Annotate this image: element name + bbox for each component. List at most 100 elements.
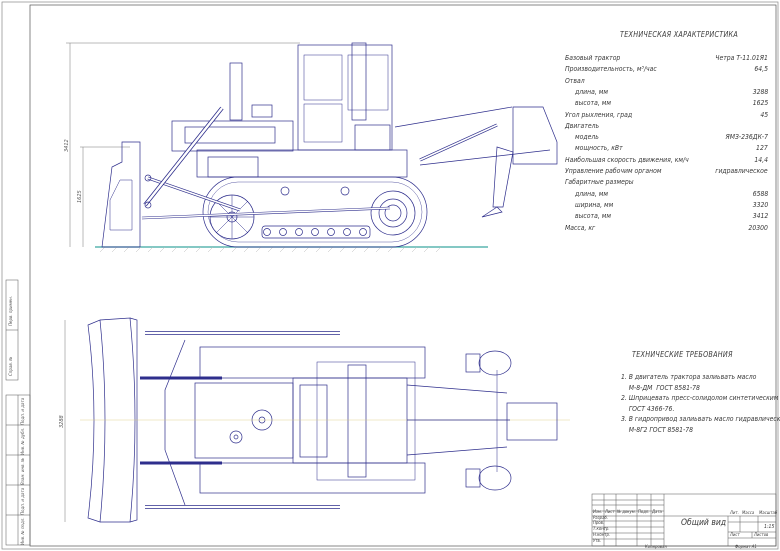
spec-label: Управление рабочим органом [565, 166, 662, 175]
margin-label: Подп. и дата [20, 397, 25, 425]
rear-housing [316, 361, 416, 481]
left-margin-stamp [5, 279, 31, 546]
main-frame [194, 382, 294, 459]
margin-label: Справ. № [8, 356, 13, 376]
tractor-body [196, 149, 408, 178]
spec-value: 64,5 [754, 64, 768, 74]
track-top-right [199, 462, 426, 494]
sheet-label: Лист [730, 533, 740, 538]
margin-label: Подп. и дата [20, 487, 25, 515]
spec-value: 1625 [752, 98, 768, 108]
title-row-label: Т.контр. [593, 527, 610, 532]
pivot-pin [144, 201, 152, 209]
drawing-title: Общий вид [681, 518, 727, 528]
lit-label: Лит. [730, 511, 739, 516]
title-row-label: Н.контр. [593, 533, 611, 538]
title-col-header: № докум. [617, 510, 636, 515]
margin-label: Перв. примен. [8, 295, 13, 326]
hood-panel [184, 126, 276, 144]
ripper-plate [512, 106, 558, 165]
drawing-frame [29, 4, 777, 547]
air-filter-top-inner [233, 434, 239, 440]
spec-value: 6588 [752, 188, 768, 198]
ripper-wheel [478, 350, 512, 376]
sheets-label: Листов [754, 533, 769, 538]
ripper-beam-top [506, 402, 558, 441]
center-block [292, 377, 408, 464]
cab-window [303, 54, 343, 101]
ripper-tooth [481, 206, 503, 218]
requirement-line: 3. В гидропривод залиьвать масло гидравл… [621, 414, 780, 423]
requirement-line: 1. В двигатель трактора залиьвать масло [621, 372, 757, 381]
side-view [66, 42, 558, 253]
spec-label: модель [575, 132, 599, 142]
ripper-frame [394, 106, 551, 166]
ripper-cylinder-fill [419, 124, 498, 161]
title-col-header: Лист [605, 510, 615, 515]
blade-rib [109, 179, 133, 231]
margin-label: Взам. инв. № [20, 457, 25, 485]
dim-blade-length: 3288 [59, 415, 65, 428]
ground-hatch [99, 246, 442, 253]
cab-pillar [351, 42, 367, 121]
spec-label: длина, мм [575, 188, 608, 198]
ripper-wheel [478, 465, 512, 491]
spec-label: Базовый трактор [565, 53, 621, 62]
push-arm-fill [141, 207, 391, 219]
blade-top [87, 319, 106, 523]
spec-label: высота, мм [575, 98, 611, 108]
title-col-header: Дата [652, 510, 662, 515]
spec-label: высота, мм [575, 211, 611, 221]
spec-title: ТЕХНИЧЕСКАЯ ХАРАКТЕРИСТИКА [620, 30, 739, 39]
spec-value: 127 [756, 143, 768, 153]
margin-label: Инв. № дубл. [20, 427, 25, 455]
spec-label: Отвал [565, 75, 585, 85]
requirement-line: М-8Г2 ГОСТ 8581-78 [621, 424, 694, 434]
margin-label: Инв. № подл. [20, 517, 25, 545]
track-inner [207, 181, 423, 243]
air-filter-top [229, 430, 243, 444]
body-panel [207, 156, 259, 178]
spec-value: 20300 [748, 222, 768, 232]
title-block [591, 493, 777, 547]
exhaust-pipe [229, 62, 243, 121]
spec-value: 3320 [752, 199, 768, 209]
spec-label: мощность, кВт [575, 143, 623, 153]
blade [101, 141, 141, 248]
scale-value: 1:15 [764, 524, 775, 530]
title-col-header: Изм. [593, 510, 603, 515]
spec-label: Угол рыхления, град [565, 109, 633, 119]
scale-label: Масштаб [759, 511, 778, 516]
spec-value: ЯМЗ-236ДК-7 [725, 132, 768, 142]
pivot-pin [144, 174, 152, 182]
spec-label: ширина, мм [575, 199, 614, 209]
spec-value: 3288 [752, 86, 768, 96]
copied-label: Копировал [645, 545, 667, 550]
sprocket-hub [384, 204, 402, 222]
sprocket-ring [378, 198, 408, 228]
spec-value: 45 [760, 109, 768, 119]
spec-label: Двигатель [565, 120, 600, 130]
air-filter [251, 104, 273, 118]
track-rollers [261, 186, 371, 239]
dim-blade-height: 1625 [77, 190, 83, 203]
spec-label: Производительность, м³/час [565, 64, 657, 74]
cab-top [299, 384, 328, 458]
spec-value: Четра Т-11.01Я1 [715, 53, 768, 62]
format-label: Формат А1 [735, 545, 757, 550]
ripper-shank [492, 146, 514, 208]
cab [297, 44, 393, 151]
engine-hood [171, 120, 294, 152]
requirement-line: 2. Шприцевать пресс-солидолом синтетичес… [621, 393, 779, 402]
requirement-line: М-8-ДМ ГОСТ 8581-78 [621, 382, 700, 392]
fuel-tank [354, 124, 391, 151]
top-view [64, 317, 570, 523]
requirement-line: ГОСТ 4366-76. [621, 403, 675, 413]
spec-label: Габаритные размеры [565, 177, 634, 187]
spec-value: 3412 [752, 211, 768, 221]
lift-cylinder-fill [144, 107, 223, 206]
title-row-label: Разраб. [593, 516, 609, 521]
idler-spokes [210, 195, 254, 239]
